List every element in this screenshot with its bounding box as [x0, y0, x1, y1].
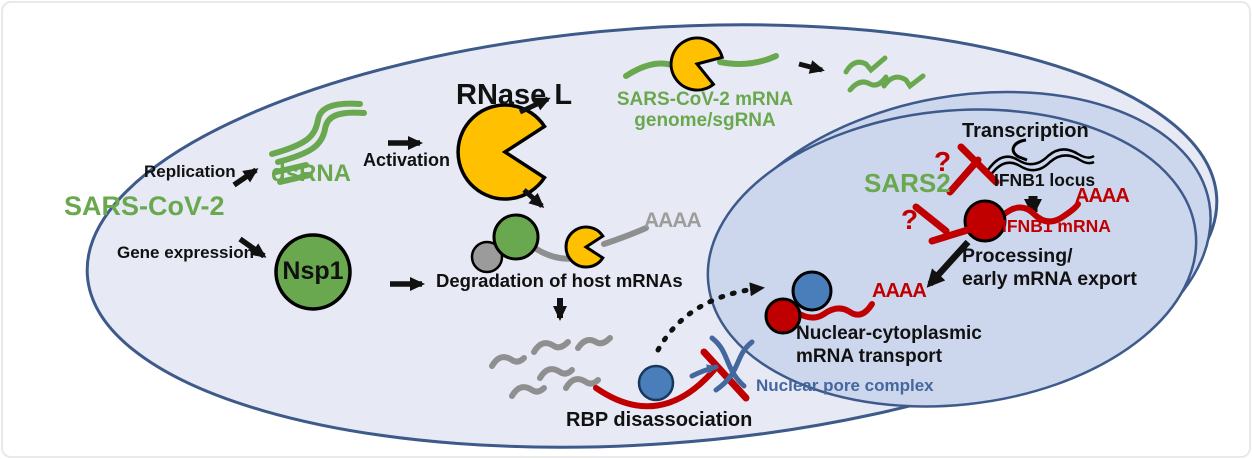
ifnb1-mrna-label: IFNB1 mRNA	[1002, 216, 1111, 236]
processing-label: Processing/ early mRNA export	[962, 245, 1137, 291]
ifnb1-polya-label: AAAA	[1075, 185, 1130, 207]
question-mark-2: ?	[901, 204, 919, 235]
ifnb1-locus-label: IFNB1 locus	[994, 170, 1096, 190]
cleaved-viral-rna-fragments-icon	[843, 55, 926, 93]
replication-label: Replication	[144, 162, 236, 181]
sars2-label: SARS2	[864, 168, 951, 198]
transported-mrnp-icon	[764, 270, 875, 335]
degraded-mrna-fragments-icon	[489, 335, 613, 399]
nuclear-pore-complex-icon	[689, 335, 755, 393]
rnasel-to-viral-mrna-arrow	[518, 96, 551, 115]
rbp-relocation-dotted-arrow	[655, 282, 765, 353]
transport-polya-label: AAAA	[872, 280, 927, 302]
processing-label-line2: early mRNA export	[962, 268, 1137, 290]
host-mrna-complex-icon	[470, 213, 649, 274]
nsp1-label: Nsp1	[282, 257, 344, 285]
gene-expression-arrow	[238, 236, 267, 259]
degradation-label: Degradation of host mRNAs	[436, 270, 683, 291]
question-mark-1: ?	[934, 146, 952, 177]
host-mrna-polya-label: AAAA	[644, 209, 702, 232]
activation-label: Activation	[363, 150, 451, 170]
rnase-l-label: RNase L	[456, 79, 573, 111]
rbp-disassociation-label: RBP disassociation	[566, 409, 753, 431]
cell-label-sars-cov-2: SARS-CoV-2	[64, 191, 225, 221]
dsrna-icon	[269, 100, 367, 185]
viral-mrna-label-line1: SARS-CoV-2 mRNA	[616, 89, 794, 110]
viral-mrna-cleavage-icon	[623, 36, 779, 92]
nsp1-circle	[274, 233, 352, 311]
ifnb1-locus-dna-icon	[986, 138, 1095, 177]
transport-label-line1: Nuclear-cytoplasmic	[796, 323, 982, 344]
viral-mrna-label: SARS-CoV-2 mRNA genome/sgRNA	[612, 89, 798, 131]
rbp-inhibition-icon	[593, 348, 750, 410]
viral-mrna-label-line2: genome/sgRNA	[634, 109, 776, 131]
cleaved-rna-arrow	[798, 60, 825, 74]
replication-arrow	[232, 167, 259, 188]
transport-label-line2: mRNA transport	[796, 346, 943, 367]
dsrna-label: dsRNA	[271, 160, 352, 187]
nuclear-pore-complex-label: Nuclear pore complex	[756, 376, 934, 395]
sars2-inhibition-icons	[912, 143, 1000, 245]
transcription-label: Transcription	[962, 120, 1089, 142]
gene-expression-label: Gene expression	[117, 243, 255, 262]
transport-label: Nuclear-cytoplasmic mRNA transport	[796, 322, 982, 368]
rnase-l-pacman-icon	[456, 103, 547, 201]
processing-export-arrow	[926, 239, 971, 288]
rnasel-to-host-mrna-arrow	[522, 188, 545, 208]
processing-label-line1: Processing/	[962, 245, 1073, 267]
rbp-protein-circle	[637, 364, 675, 402]
